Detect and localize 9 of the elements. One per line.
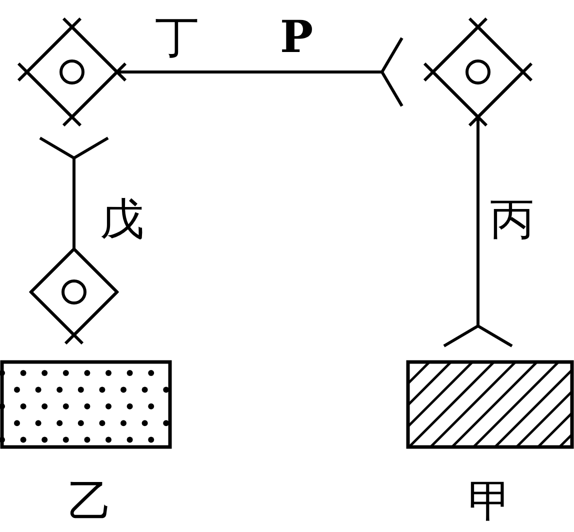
letter-label: P (280, 14, 314, 62)
block-label: 甲 (468, 478, 512, 526)
edge-label: 丙 (490, 196, 534, 244)
connector-line (117, 36, 404, 108)
edge-label: 戊 (100, 196, 144, 244)
connector-line (38, 136, 110, 249)
edge-label: 丁 (155, 14, 199, 62)
connector-line (442, 117, 514, 348)
block-label: 乙 (68, 478, 112, 526)
